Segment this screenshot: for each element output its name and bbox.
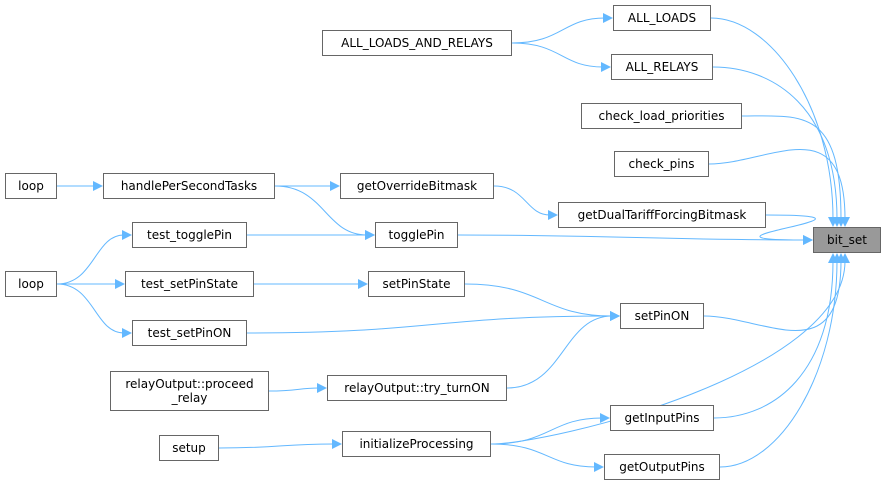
edge-try_turn_on-to-set_pin_on <box>506 315 613 389</box>
node-test-toggle-pin[interactable]: test_togglePin <box>132 222 247 248</box>
edge-all_loads-to-bit_set <box>710 17 834 220</box>
edge-check_load_priorities-to-bit_set <box>741 115 842 220</box>
arrowhead-icon <box>840 217 850 227</box>
edge-proceed_relay-to-try_turn_on <box>268 387 320 392</box>
node-get-input-pins[interactable]: getInputPins <box>610 405 714 431</box>
node-check-pins[interactable]: check_pins <box>614 151 709 177</box>
node-relay-output-try-turn-on[interactable]: relayOutput::try_turnON <box>327 375 507 401</box>
node-set-pin-state[interactable]: setPinState <box>368 271 465 297</box>
node-get-dual-tariff-forcing-bitmask[interactable]: getDualTariffForcingBitmask <box>558 202 766 228</box>
arrowhead-icon <box>115 279 125 289</box>
arrowhead-icon <box>594 462 604 472</box>
edge-loop2-to-test_set_pin_on <box>56 283 125 334</box>
edge-get_input_pins-to-bit_set <box>713 260 834 419</box>
edge-initialize_processing-to-get_input_pins <box>490 417 603 445</box>
node-loop[interactable]: loop <box>5 173 57 199</box>
node-get-output-pins[interactable]: getOutputPins <box>604 454 720 480</box>
node-test-set-pin-state[interactable]: test_setPinState <box>125 271 254 297</box>
node-relay-output-proceed-relay[interactable]: relayOutput::proceed _relay <box>110 371 269 411</box>
edge-set_pin_on-to-bit_set <box>703 260 842 331</box>
node-setup[interactable]: setup <box>159 435 219 461</box>
arrowhead-icon <box>803 235 813 245</box>
arrowhead-icon <box>122 328 132 338</box>
edge-all_loads_and_relays-to-all_relays <box>511 42 604 68</box>
arrowhead-icon <box>358 279 368 289</box>
arrowhead-icon <box>601 62 611 72</box>
arrowhead-icon <box>548 210 558 220</box>
arrowhead-icon <box>840 253 850 263</box>
arrowhead-icon <box>330 181 340 191</box>
arrowhead-icon <box>603 13 613 23</box>
arrowhead-icon <box>365 230 375 240</box>
arrowhead-icon <box>832 253 842 263</box>
arrowhead-icon <box>332 439 342 449</box>
edge-initialize_processing-to-get_output_pins <box>490 443 597 468</box>
node-all-relays[interactable]: ALL_RELAYS <box>611 54 713 80</box>
arrowhead-icon <box>122 230 132 240</box>
edge-get_dual_tariff-to-bit_set <box>759 214 816 241</box>
edge-get_override_bitmask-to-get_dual_tariff <box>493 185 551 216</box>
edge-handle_per_second_tasks-to-toggle_pin <box>274 185 368 236</box>
node-all-loads-and-relays[interactable]: ALL_LOADS_AND_RELAYS <box>322 30 512 56</box>
edge-toggle_pin-to-bit_set <box>457 234 806 241</box>
node-loop[interactable]: loop <box>5 271 57 297</box>
node-toggle-pin[interactable]: togglePin <box>375 222 458 248</box>
edge-test_set_pin_on-to-set_pin_on <box>246 315 613 334</box>
edge-check_pins-to-bit_set <box>708 149 846 220</box>
edge-get_output_pins-to-bit_set <box>719 260 838 468</box>
edge-all_relays-to-bit_set <box>712 66 838 220</box>
edge-all_loads_and_relays-to-all_loads <box>511 17 606 44</box>
node-bit-set: bit_set <box>813 227 881 253</box>
arrowhead-icon <box>610 311 620 321</box>
arrowhead-icon <box>600 413 610 423</box>
arrowhead-icon <box>93 181 103 191</box>
node-check-load-priorities[interactable]: check_load_priorities <box>581 103 742 129</box>
node-set-pin-on[interactable]: setPinON <box>620 303 704 329</box>
arrowhead-icon <box>317 383 327 393</box>
node-all-loads[interactable]: ALL_LOADS <box>613 5 711 31</box>
node-initialize-processing[interactable]: initializeProcessing <box>342 431 491 457</box>
edge-set_pin_state-to-set_pin_on <box>464 283 613 317</box>
node-test-set-pin-on[interactable]: test_setPinON <box>132 320 247 346</box>
edge-setup-to-initialize_processing <box>218 443 335 449</box>
node-get-override-bitmask[interactable]: getOverrideBitmask <box>340 173 494 199</box>
edge-loop2-to-test_toggle_pin <box>56 234 125 285</box>
node-handle-per-second-tasks[interactable]: handlePerSecondTasks <box>103 173 275 199</box>
